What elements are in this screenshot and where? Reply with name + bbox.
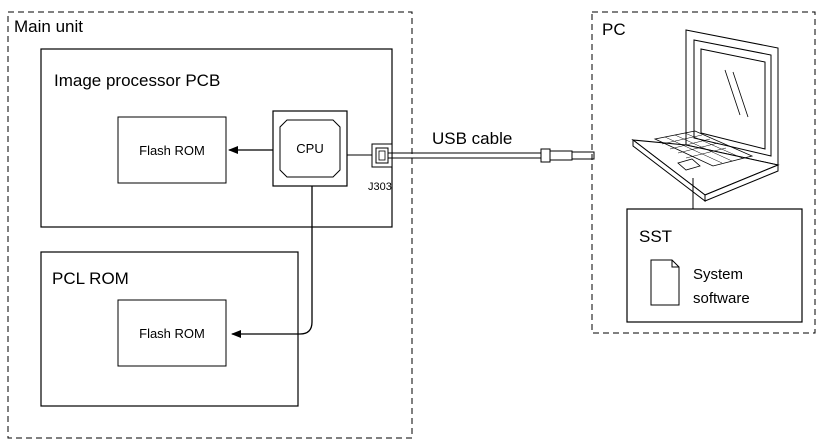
main-unit-label: Main unit xyxy=(14,17,83,36)
flash-rom-box-ipcb: Flash ROM xyxy=(117,116,227,184)
pc-region: PC xyxy=(591,11,816,334)
flash-rom-label-pcl: Flash ROM xyxy=(139,326,205,341)
pcl-rom-label: PCL ROM xyxy=(52,269,129,288)
image-processor-pcb-label: Image processor PCB xyxy=(54,71,220,90)
system-software-label-line1: System xyxy=(693,266,743,283)
sst-box: SST xyxy=(626,208,803,323)
cpu-label: CPU xyxy=(296,141,323,156)
arrow-cpu-to-pcl-flash-rom xyxy=(231,186,313,338)
pc-label: PC xyxy=(602,20,626,39)
flash-rom-box-pcl: Flash ROM xyxy=(117,299,227,367)
usb-connector-j303: J303 xyxy=(368,143,393,193)
usb-cable: USB cable xyxy=(388,129,595,163)
cpu-chip: CPU xyxy=(272,110,348,187)
pcl-rom-box: PCL ROM xyxy=(40,251,299,407)
connector-label: J303 xyxy=(368,181,392,193)
flash-rom-label-ipcb: Flash ROM xyxy=(139,143,205,158)
document-file-icon xyxy=(650,259,680,306)
image-processor-pcb-box: Image processor PCB xyxy=(40,48,393,228)
sst-label: SST xyxy=(639,227,672,246)
main-unit-region: Main unit xyxy=(7,11,413,439)
system-software-label-line2: software xyxy=(693,290,750,307)
usb-cable-label: USB cable xyxy=(432,129,512,148)
laptop-icon xyxy=(631,29,780,203)
